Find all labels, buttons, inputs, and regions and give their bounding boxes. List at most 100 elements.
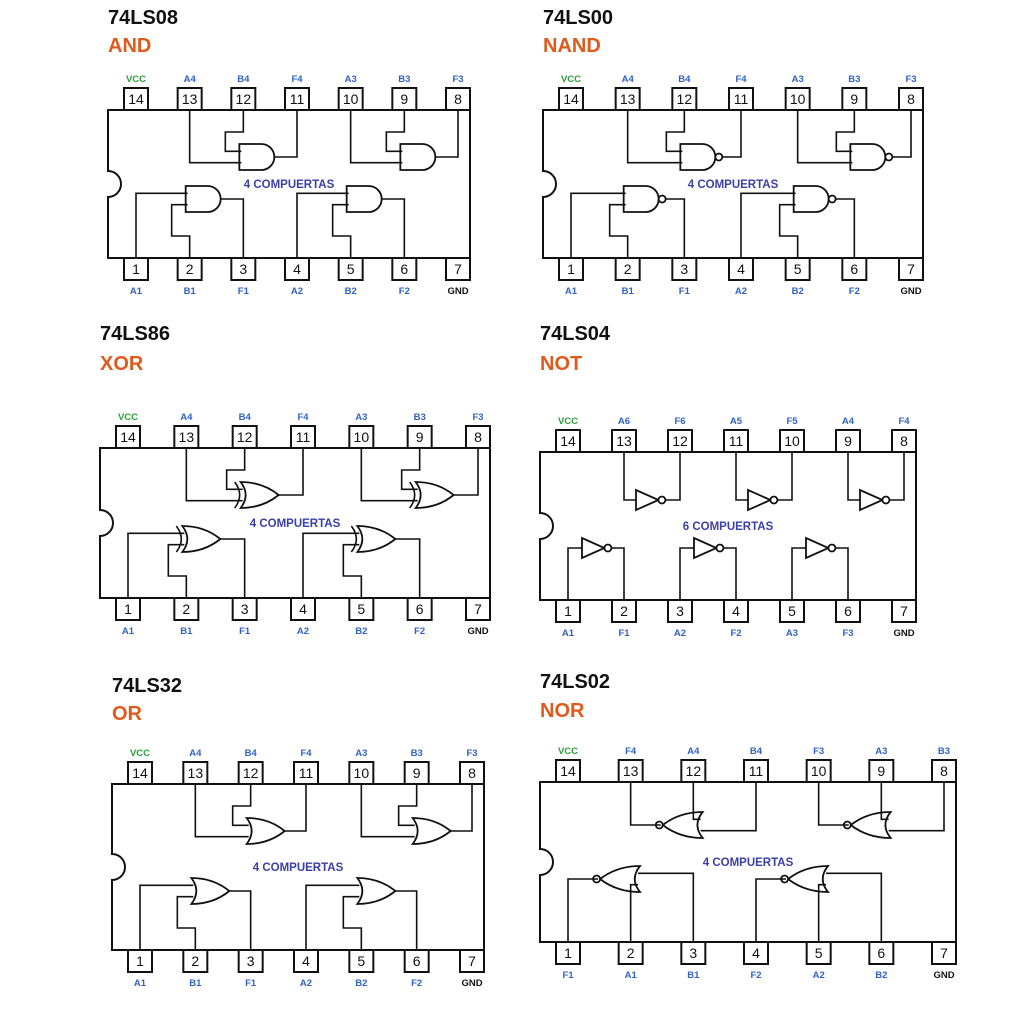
pin-label: VCC — [130, 748, 150, 759]
gate-type-label: NOT — [540, 353, 582, 375]
pin-number: 12 — [686, 763, 702, 779]
pin-label: GND — [900, 286, 921, 297]
wire — [567, 878, 598, 942]
pin-label: A3 — [355, 412, 367, 423]
pin-number: 2 — [627, 945, 635, 961]
pin-7 — [459, 949, 485, 973]
wire — [791, 547, 806, 600]
xor-input-arc — [175, 525, 183, 553]
wire — [835, 198, 856, 258]
nand-gate-symbol — [622, 185, 667, 213]
wire — [331, 203, 352, 258]
pin-number: 9 — [416, 429, 424, 445]
not-gate-symbol — [859, 488, 891, 512]
nand-gate-symbol — [849, 143, 894, 171]
or-gate-symbol — [410, 817, 453, 845]
pin-label: B2 — [355, 978, 367, 989]
pin-number: 11 — [729, 433, 744, 449]
pin-label: A2 — [735, 286, 747, 297]
pin-number: 13 — [620, 91, 636, 107]
nor-gate-body — [598, 865, 642, 893]
pin-label: GND — [467, 626, 488, 637]
wire — [665, 452, 681, 501]
pin-number: 2 — [191, 953, 199, 969]
nand-gate-symbol — [679, 143, 724, 171]
inversion-bubble — [603, 543, 613, 553]
or-gate-symbol — [189, 877, 231, 905]
pin-number: 12 — [243, 765, 259, 781]
gate-type-label: NOR — [540, 700, 585, 722]
pin-label: GND — [461, 978, 482, 989]
ic-body — [111, 783, 485, 951]
pin-label: A3 — [345, 74, 357, 85]
wire — [305, 884, 360, 950]
wire — [225, 448, 246, 491]
pin-label: A4 — [180, 412, 193, 423]
xor-gate-body — [180, 525, 222, 553]
wire — [665, 198, 686, 258]
and-gate-body — [345, 185, 383, 213]
pin-label: B1 — [184, 286, 197, 297]
xor-input-arc — [234, 481, 241, 509]
pin-label: B4 — [239, 412, 252, 423]
wire — [638, 872, 695, 942]
nor-gate-body — [786, 865, 830, 893]
not-gate-symbol — [581, 536, 613, 560]
pin-label: F3 — [842, 628, 853, 639]
pin-number: 12 — [237, 429, 253, 445]
pin-number: 13 — [182, 91, 198, 107]
wire — [826, 872, 883, 942]
pin-number: 9 — [850, 91, 858, 107]
pin-number: 1 — [136, 953, 144, 969]
pin-label: F4 — [291, 74, 303, 85]
chip-part-number: 74LS02 — [540, 671, 610, 693]
pin-number: 3 — [241, 601, 249, 617]
pin-label: A1 — [625, 970, 638, 981]
pin-label: A2 — [674, 628, 686, 639]
pin-14 — [555, 429, 581, 453]
wire — [570, 192, 626, 258]
or-gate-symbol — [244, 817, 287, 845]
and-gate-symbol — [345, 185, 383, 213]
wire — [880, 782, 889, 821]
pin-label: A6 — [618, 416, 630, 427]
wire — [349, 110, 403, 164]
wire — [629, 883, 638, 942]
and-gate-body — [399, 143, 437, 171]
pin-label: B2 — [345, 286, 357, 297]
pin-number: 3 — [247, 953, 255, 969]
pin-label: F2 — [399, 286, 410, 297]
pin-number: 4 — [732, 603, 740, 619]
wire — [342, 895, 363, 950]
pin-number: 3 — [239, 261, 247, 277]
pin-number: 14 — [560, 433, 576, 449]
pin-number: 5 — [357, 601, 365, 617]
pin-label: B3 — [411, 748, 423, 759]
wire — [453, 448, 479, 496]
pin-number: 12 — [236, 91, 252, 107]
chip-74LS02: 74LS02NOR14VCC13F412A411B410F39A38B31F12… — [539, 671, 957, 981]
wire — [342, 543, 363, 598]
xor-gate-symbol — [409, 481, 456, 509]
nor-gate-body — [661, 811, 705, 839]
pin-number: 2 — [186, 261, 194, 277]
pin-label: B1 — [622, 286, 635, 297]
pin-number: 8 — [907, 91, 915, 107]
pin-7 — [465, 597, 491, 621]
pin-number: 11 — [734, 91, 749, 107]
inversion-bubble — [881, 495, 891, 505]
pin-label: A5 — [730, 416, 743, 427]
pin-number: 5 — [788, 603, 796, 619]
pin-number: 1 — [124, 601, 132, 617]
pin-label: GND — [933, 970, 954, 981]
inversion-bubble — [827, 543, 837, 553]
pin-number: 5 — [357, 953, 365, 969]
pin-number: 1 — [564, 945, 572, 961]
pin-number: 13 — [179, 429, 195, 445]
pin-number: 4 — [293, 261, 301, 277]
pin-number: 8 — [940, 763, 948, 779]
pin-label: VCC — [118, 412, 138, 423]
wire — [665, 110, 686, 153]
pin-label: B4 — [750, 746, 763, 757]
wire — [892, 110, 912, 158]
